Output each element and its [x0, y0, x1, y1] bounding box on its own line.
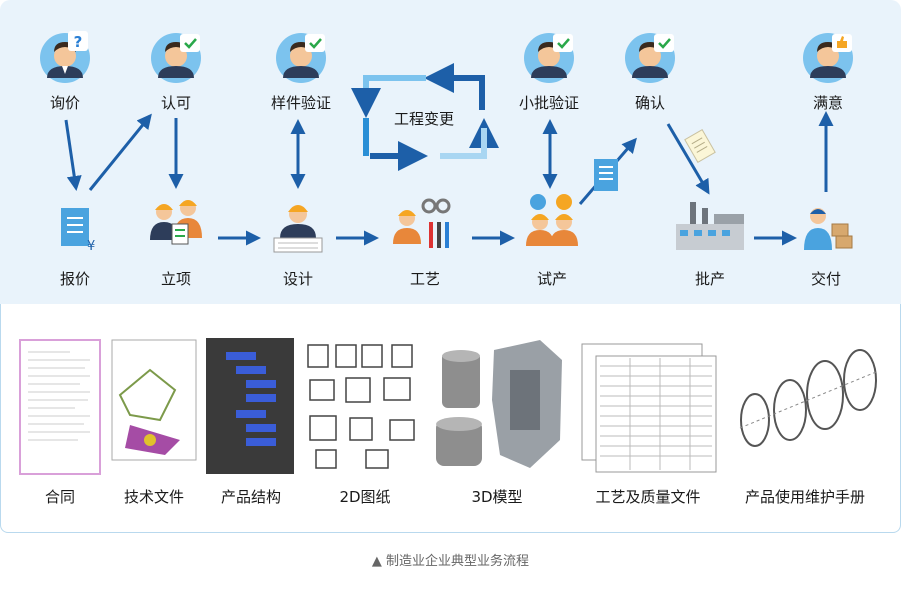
stage-label-project: 立项	[160, 270, 191, 288]
contract-thumbnail	[19, 339, 101, 475]
svg-text:?: ?	[74, 33, 83, 51]
paper-icon	[684, 129, 716, 163]
avatar-pilot-validation	[524, 33, 574, 83]
document-icon	[594, 159, 618, 191]
stage-label-inquiry: 询价	[49, 94, 80, 112]
check-badge-icon	[180, 34, 200, 52]
doc-label-process-quality: 工艺及质量文件	[595, 488, 701, 506]
3d-model-thumbnail	[436, 340, 562, 468]
product-structure-thumbnail	[206, 338, 294, 474]
delivery-person-icon	[804, 208, 853, 250]
question-badge-icon: ?	[68, 31, 88, 51]
engineering-change-label: 工程变更	[393, 110, 454, 128]
check-badge-icon	[305, 34, 325, 52]
svg-text:¥: ¥	[87, 239, 95, 254]
stage-label-satisfied: 满意	[812, 94, 843, 112]
stage-label-process: 工艺	[409, 270, 440, 288]
doc-label-manual: 产品使用维护手册	[744, 488, 865, 506]
2d-drawing-thumbnail	[302, 338, 432, 474]
figure-caption: ▲ 制造业企业典型业务流程	[371, 554, 530, 569]
process-quality-document-thumbnail	[581, 343, 717, 473]
process-engineer-tools-icon	[393, 198, 451, 248]
quote-document-icon: ¥	[61, 208, 95, 254]
stage-label-delivery: 交付	[810, 270, 841, 288]
stage-label-mass-production: 批产	[694, 270, 725, 288]
stage-label-approval: 认可	[160, 94, 191, 112]
stage-label-trial-production: 试产	[536, 270, 567, 288]
technical-document-thumbnail	[111, 339, 197, 461]
check-badge-icon	[553, 34, 573, 52]
flow-arrows	[64, 111, 834, 246]
flow-panel	[0, 0, 901, 304]
stage-label-pilot-validation: 小批验证	[518, 94, 579, 112]
doc-label-product-structure: 产品结构	[220, 488, 281, 506]
factory-icon	[676, 202, 744, 250]
trial-production-team-icon	[526, 194, 578, 246]
stage-label-confirm: 确认	[634, 94, 665, 112]
maintenance-manual-thumbnail	[739, 349, 877, 447]
stage-label-sample-validation: 样件验证	[270, 94, 331, 112]
engineering-change-loop	[351, 63, 499, 171]
stage-label-design: 设计	[282, 270, 313, 288]
doc-label-2d-drawing: 2D图纸	[339, 488, 391, 506]
check-badge-icon	[654, 34, 674, 52]
doc-label-technical: 技术文件	[123, 488, 184, 506]
design-engineer-icon	[273, 205, 323, 253]
doc-label-contract: 合同	[44, 488, 75, 506]
doc-label-3d-model: 3D模型	[471, 488, 523, 506]
stage-label-quote: 报价	[59, 270, 90, 288]
thumbs-up-badge-icon	[832, 34, 852, 52]
project-team-icon	[150, 200, 202, 245]
